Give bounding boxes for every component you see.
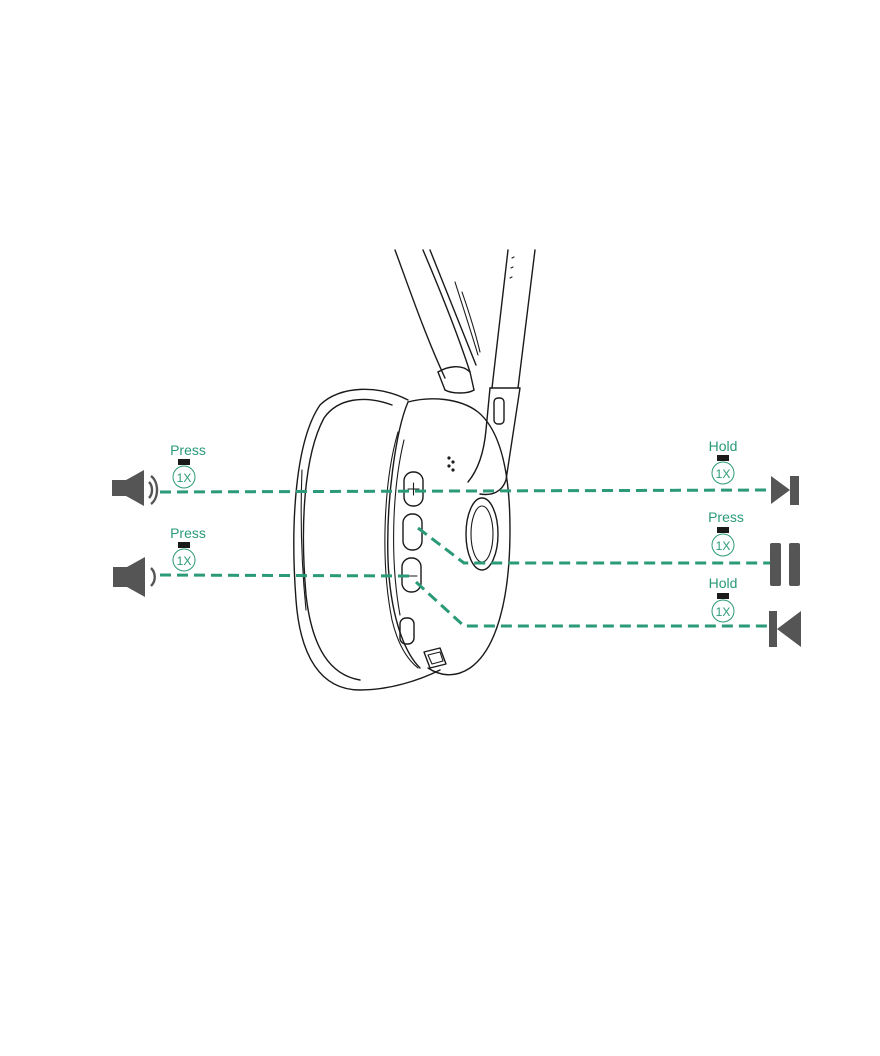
ear-cup [384, 398, 511, 676]
count-label: 1X [716, 467, 731, 481]
power-slider [399, 617, 415, 645]
multifunction-dial [465, 497, 499, 571]
headband [394, 249, 481, 394]
action-label: Hold [709, 438, 738, 454]
usb-port [423, 647, 447, 669]
count-label: 1X [177, 554, 192, 568]
action-label: Press [170, 442, 206, 458]
leader-lines [159, 488, 771, 628]
hold-annotation-previous-track: Hold 1X [709, 575, 738, 623]
action-label: Hold [709, 575, 738, 591]
previous-track-icon [769, 611, 801, 647]
count-circle [711, 533, 735, 557]
count-label: 1X [177, 471, 192, 485]
press-annotation-play-pause: Press 1X [708, 509, 744, 557]
leader-volume-up [159, 488, 771, 494]
button-glyph [178, 459, 190, 465]
count-circle [711, 599, 735, 623]
count-circle [172, 465, 196, 489]
multifunction-button [402, 513, 423, 551]
boom-arm [467, 249, 536, 496]
press-annotation-volume-down: Press 1X [170, 525, 206, 572]
volume-down-icon [113, 557, 156, 597]
count-circle [172, 548, 196, 572]
hold-annotation-next-track: Hold 1X [709, 438, 738, 485]
button-glyph [717, 455, 729, 461]
leader-previous-track [414, 580, 770, 628]
ear-cushion [293, 388, 441, 691]
next-track-icon [771, 476, 799, 505]
button-glyph [178, 542, 190, 548]
action-label: Press [708, 509, 744, 525]
press-annotation-volume-up: Press 1X [170, 442, 206, 489]
button-glyph [717, 527, 729, 533]
button-column [399, 471, 447, 669]
leader-volume-down [159, 573, 413, 578]
headset-illustration [293, 249, 536, 691]
plus-button [403, 471, 424, 507]
count-label: 1X [716, 605, 731, 619]
count-circle [711, 461, 735, 485]
button-glyph [717, 593, 729, 599]
leader-play-pause [417, 526, 770, 565]
action-label: Press [170, 525, 206, 541]
volume-up-icon [112, 470, 159, 506]
count-label: 1X [716, 539, 731, 553]
pause-icon [770, 543, 800, 586]
